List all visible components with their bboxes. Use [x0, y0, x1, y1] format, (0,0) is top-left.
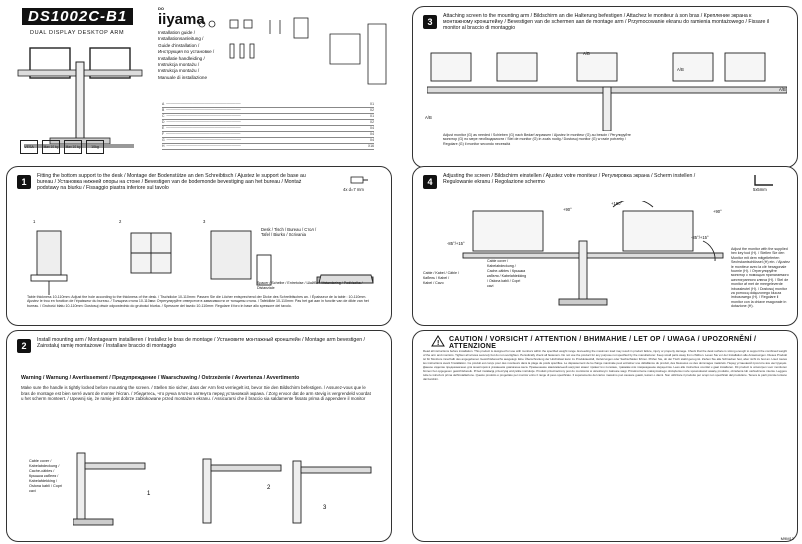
step-number: 1	[17, 175, 31, 189]
footer-code: M9M12	[780, 536, 794, 541]
product-subtitle: DUAL DISPLAY DESKTOP ARM	[30, 30, 125, 36]
tool-label: 4x d=7 mm	[343, 187, 364, 192]
caution-text: Read all instructions before installatio…	[423, 349, 787, 382]
ab-label: A/B	[425, 115, 432, 120]
figure-label: 1	[33, 219, 36, 224]
angle-label: +180°	[611, 201, 623, 206]
svg-text:2: 2	[267, 485, 271, 491]
product-illustration	[17, 47, 143, 148]
step-heading: Attaching screen to the mounting arm / B…	[443, 13, 770, 32]
step-heading: Fitting the bottom support to the desk /…	[37, 173, 306, 192]
step-1-note: Table thickness 10-110mm: Adjust the hol…	[27, 295, 369, 308]
step-number: 4	[423, 175, 437, 189]
hex-key-icon	[754, 175, 773, 186]
step-number: 2	[17, 339, 31, 353]
angle-label: -85°/+15°	[691, 235, 709, 240]
table-row: C ─────────────────────────────── X1	[162, 114, 374, 120]
monitor-attach-illustration	[427, 52, 787, 131]
table-row: G ─────────────────────────────── X4	[162, 138, 374, 144]
table-row: A ─────────────────────────────── X1	[162, 102, 374, 108]
step-number: 3	[423, 15, 437, 29]
washer-label: Spacer / Scheibe / Entretoise / Шайба / …	[257, 281, 363, 290]
ab-label: A/B	[779, 87, 786, 92]
weight-icon: Max 10 kg	[42, 140, 60, 154]
svg-text:!: !	[437, 340, 439, 347]
desk-label: Desk / Tisch / Bureau / Стол / Tafel / B…	[261, 227, 317, 237]
table-row: E ─────────────────────────────── X4	[162, 126, 374, 132]
warning-triangle-icon: !	[431, 335, 445, 347]
figure-label: 3	[203, 219, 206, 224]
ab-label: A/B	[677, 67, 684, 72]
cable-cover-label: Cable cover / Kabelabdeckung / Cache-câb…	[487, 259, 527, 288]
table-row: F ─────────────────────────────── X4	[162, 132, 374, 138]
warning-title: Warning / Warnung / Avertissement / Пред…	[21, 375, 300, 381]
tool-label: 5x5mm	[753, 187, 767, 192]
table-row: D ─────────────────────────────── X2	[162, 120, 374, 126]
figure-label: 2	[119, 219, 122, 224]
parts-illustration	[198, 17, 387, 85]
ab-label: A/B	[583, 51, 590, 56]
step-heading: Install mounting arm / Montagearm instal…	[37, 337, 365, 350]
table-row: H ─────────────────────────────── X16	[162, 144, 374, 150]
adjust-note: Adjust the monitor with the supplied hex…	[731, 247, 790, 309]
step-2-panel: 2 Install mounting arm / Montagearm inst…	[6, 330, 392, 542]
weight-icon: Max 10 kg	[64, 140, 82, 154]
angle-label: +90°	[563, 207, 572, 212]
cable-label: Cable / Kabel / Câble / Кабель / Kabel /…	[423, 271, 459, 285]
caution-title: CAUTION / VORSICHT / ATTENTION / ВНИМАНИ…	[449, 336, 789, 350]
table-row: B ─────────────────────────────── X2	[162, 108, 374, 114]
screw-icon	[350, 176, 368, 184]
weight-icon: 10kg	[86, 140, 104, 154]
doc-title-list: Installation guide / Installationsanleit…	[158, 30, 215, 80]
angle-label: +90°	[713, 209, 722, 214]
step-heading: Adjusting the screen / Bildschirm einste…	[443, 173, 696, 186]
step-3-panel: 3 Attaching screen to the mounting arm /…	[412, 6, 798, 168]
model-number: DS1002C-B1	[22, 8, 134, 25]
step-3-note: Adjust monitor (G) as needed / Schieben …	[443, 133, 631, 146]
step-4-panel: 4 Adjusting the screen / Bildschirm eins…	[412, 166, 798, 326]
svg-text:1: 1	[147, 491, 151, 497]
svg-text:3: 3	[323, 505, 327, 511]
caution-panel: ! CAUTION / VORSICHT / ATTENTION / ВНИМА…	[412, 330, 798, 542]
warning-text: Make sure the handle is tightly locked b…	[21, 385, 371, 402]
angle-label: -85°/+15°	[447, 241, 465, 246]
clamp-illustration	[30, 230, 374, 295]
step-1-panel: 1 Fitting the bottom support to the desk…	[6, 166, 392, 326]
brand-small: DO	[158, 6, 164, 11]
arm-illustration: 1 2 3	[73, 452, 372, 526]
adjust-illustration	[462, 201, 724, 306]
vesa-icon: VESA	[20, 140, 38, 154]
cable-cover-label: Cable cover / Kabelabdeckung / Cache-câb…	[29, 459, 63, 493]
